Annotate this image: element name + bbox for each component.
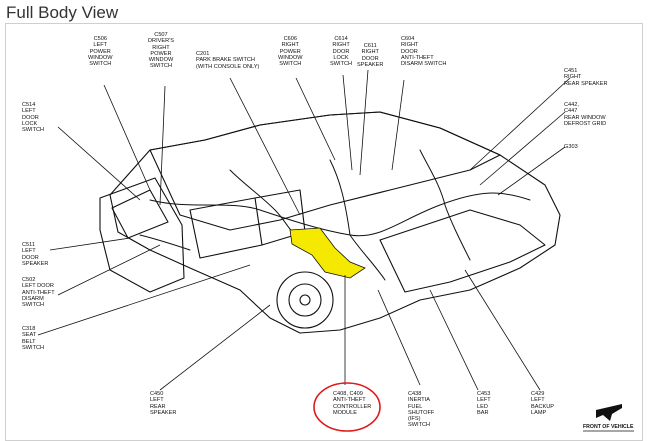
open-left-door	[99, 177, 185, 293]
front-of-vehicle-arrow-icon	[596, 404, 622, 421]
open-left-door-window	[111, 189, 169, 239]
label-c606: C606 RIGHT POWER WINDOW SWITCH	[278, 36, 303, 68]
highlighted-harness	[289, 227, 366, 279]
label-c502: C502 LEFT DOOR ANTI-THEFT DISARM SWITCH	[22, 277, 55, 309]
label-c450: C450 LEFT REAR SPEAKER	[150, 391, 177, 416]
label-c604: C604 RIGHT DOOR ANTI-THEFT DISARM SWITCH	[401, 36, 447, 68]
diagram-frame	[5, 23, 643, 441]
annotation-circle	[313, 382, 381, 432]
wiring-harness	[149, 192, 531, 237]
label-c507: C507 DRIVER'S RIGHT POWER WINDOW SWITCH	[148, 32, 174, 70]
label-c429: C429 LEFT BACKUP LAMP	[531, 391, 555, 416]
label-c611: C611 RIGHT DOOR SPEAKER	[357, 43, 384, 68]
label-c318: C318 SEAT BELT SWITCH	[22, 326, 45, 351]
label-c438: C438 INERTIA FUEL SHUTOFF (IFS) SWITCH	[408, 391, 435, 429]
label-c442: C442, C447 REAR WINDOW DEFROST GRID	[564, 102, 607, 127]
rear-seat	[189, 197, 263, 259]
label-c506: C506 LEFT POWER WINDOW SWITCH	[88, 36, 113, 68]
label-c201: C201 PARK BRAKE SWITCH (WITH CONSOLE ONL…	[196, 51, 260, 70]
label-c514: C514 LEFT DOOR LOCK SWITCH	[22, 102, 45, 134]
label-c451: C451 RIGHT REAR SPEAKER	[564, 68, 608, 87]
car-trunk	[379, 209, 546, 293]
label-c511: C511 LEFT DOOR SPEAKER	[22, 242, 49, 267]
left-rear-wheel	[276, 271, 334, 329]
label-c408-c409: C408, C409 ANTI-THEFT CONTROLLER MODULE	[333, 391, 372, 416]
label-c453: C453 LEFT LED BAR	[477, 391, 491, 416]
page-title: Full Body View	[6, 3, 119, 22]
label-g303: G303	[564, 144, 578, 150]
front-of-vehicle-label: FRONT OF VEHICLE	[583, 424, 634, 430]
label-c614: C614 RIGHT DOOR LOCK SWITCH	[330, 36, 353, 68]
